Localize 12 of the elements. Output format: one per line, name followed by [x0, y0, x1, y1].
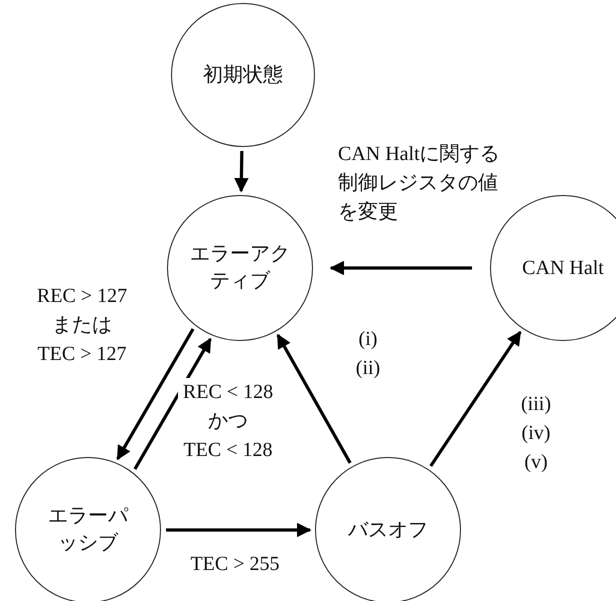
- arrow: [330, 260, 472, 276]
- state-label: エラーアクティブ: [189, 242, 291, 294]
- arrow: [166, 522, 312, 538]
- arrow: [116, 328, 194, 460]
- state-label: 初期状態: [202, 62, 284, 88]
- state-label: バスオフ: [347, 518, 429, 542]
- arrow: [234, 150, 249, 192]
- arrow: [134, 338, 212, 470]
- arrow: [276, 334, 352, 464]
- arrow: [429, 330, 522, 467]
- state-label: CAN Halt: [521, 256, 605, 280]
- state-label: エラーパッシブ: [48, 504, 128, 556]
